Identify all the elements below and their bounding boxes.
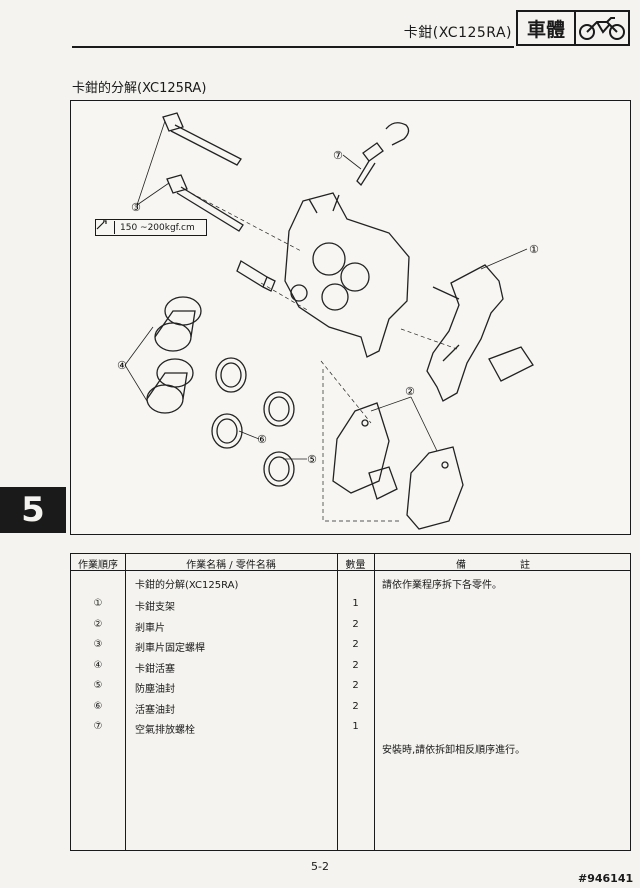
row-order: ① (93, 598, 103, 609)
chapter-tab: 5 (0, 487, 66, 533)
wrench-torque-icon (96, 220, 115, 234)
row-qty: 2 (352, 680, 359, 691)
col-header-remarks-1: 備 (456, 560, 466, 571)
section-badge-label: 車體 (518, 12, 576, 44)
pad-spring (368, 466, 398, 500)
row-order: ⑥ (93, 700, 103, 712)
callout-7: ⑦ (333, 149, 343, 162)
col-divider (337, 554, 338, 850)
callout-1: ① (529, 243, 539, 256)
table-title-name: 卡鉗的分解(XC125RA) (135, 580, 239, 591)
bleed-screw-thread (356, 160, 376, 187)
col-header-name: 作業名稱 / 零件名稱 (186, 560, 276, 571)
row-part-name: 卡鉗支架 (135, 602, 175, 613)
piston-upper (154, 296, 202, 352)
col-header-order: 作業順序 (78, 560, 118, 571)
row-order: ⑤ (93, 680, 103, 691)
callout-4: ④ (117, 359, 127, 372)
bleed-screw-body (362, 142, 384, 162)
pad-pin-upper (162, 112, 242, 166)
piston-seals (211, 357, 247, 449)
torque-value: 150 ~200kgf.cm (120, 222, 195, 233)
row-qty: 1 (352, 721, 359, 732)
row-part-name: 剎車片 (135, 622, 165, 634)
row-part-name: 防塵油封 (135, 684, 175, 695)
page-number: 5-2 (311, 860, 329, 873)
row-order: ④ (93, 659, 103, 671)
callout-6: ⑥ (257, 433, 267, 446)
table-title-remark: 請依作業程序拆下各零件。 (382, 580, 502, 591)
caliper-drawing: ③ ④ ⑦ ① ② ⑤ ⑥ (117, 112, 539, 530)
piston-lower (146, 358, 194, 414)
dust-seals (263, 391, 295, 487)
brake-pad-front (332, 402, 390, 494)
row-part-name: 剎車片固定螺桿 (135, 643, 205, 654)
row-qty: 1 (352, 598, 359, 609)
row-part-name: 活塞油封 (135, 704, 175, 716)
callout-3: ③ (131, 201, 141, 214)
callout-2: ② (405, 385, 415, 398)
col-divider (374, 554, 375, 850)
bleed-cap (385, 122, 410, 146)
page-header-title: 卡鉗(XC125RA) (403, 25, 512, 41)
row-part-name: 卡鉗活塞 (135, 663, 175, 675)
install-note: 安裝時,請依拆卸相反順序進行。 (382, 745, 526, 756)
pad-pin-lower (166, 174, 244, 232)
motorcycle-icon (576, 12, 628, 44)
row-order: ⑦ (93, 721, 103, 732)
row-order: ③ (93, 639, 103, 650)
col-divider (125, 554, 126, 850)
torque-spec: 150 ~200kgf.cm (95, 219, 207, 236)
row-qty: 2 (352, 639, 359, 650)
section-title: 卡鉗的分解(XC125RA) (72, 81, 207, 96)
section-badge: 車體 (516, 10, 630, 46)
caliper-bracket (426, 264, 534, 402)
col-header-remarks-2: 註 (520, 560, 530, 571)
row-order: ② (93, 618, 103, 630)
slide-pin (236, 260, 276, 292)
row-qty: 2 (352, 618, 359, 630)
exploded-diagram: ③ ④ ⑦ ① ② ⑤ ⑥ 150 ~200kgf.cm (70, 100, 631, 535)
row-qty: 2 (352, 700, 359, 712)
header-rule (72, 46, 514, 48)
row-qty: 2 (352, 659, 359, 671)
brake-pad-rear (406, 446, 464, 530)
row-part-name: 空氣排放螺栓 (135, 725, 195, 736)
callout-5: ⑤ (307, 453, 317, 466)
procedure-table: 作業順序 作業名稱 / 零件名稱 數量 備 註 卡鉗的分解(XC125RA) 請… (70, 553, 631, 851)
caliper-body (284, 192, 410, 358)
col-header-qty: 數量 (345, 560, 366, 571)
header-divider (71, 570, 630, 571)
document-code: #946141 (578, 872, 634, 885)
